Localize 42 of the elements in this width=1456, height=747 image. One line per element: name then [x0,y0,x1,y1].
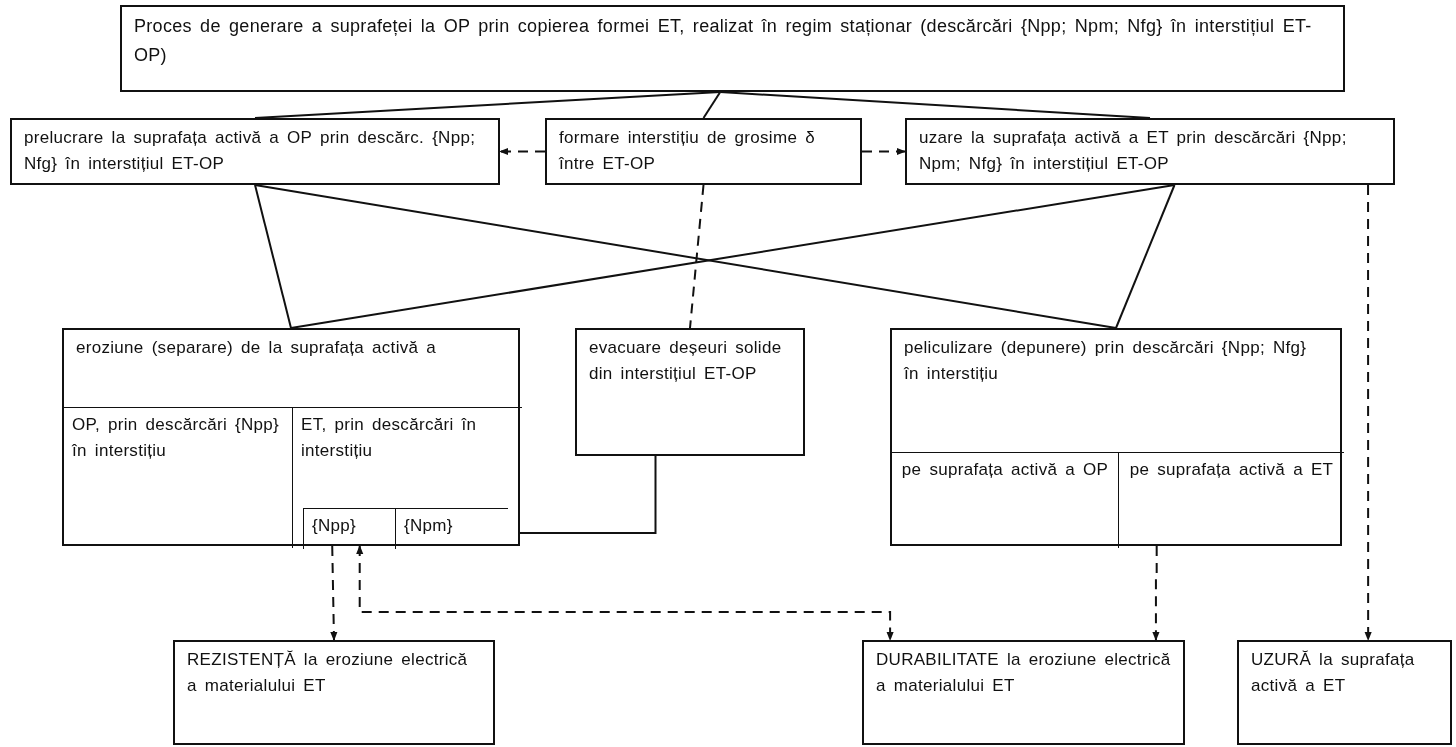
arrow [499,147,546,156]
process-box [62,328,520,546]
arrow [356,545,894,641]
process-box [1237,640,1452,745]
box-text: pe suprafața activă a OP [900,459,1110,481]
process-box [862,640,1185,745]
connector-line [702,91,722,119]
table-cell [303,508,395,549]
box-text: uzare la suprafața activă a ET prin descărcări {Npp; Npm; Nfg} în interstițiul ET-OP [919,127,1348,175]
process-box [905,118,1395,185]
box-text: OP, prin descărcări {Npp} în interstițiu [72,414,281,462]
box-text: ET, prin descărcări în interstițiu [301,414,478,462]
connector-line [719,91,1151,119]
table-cell [1118,452,1344,548]
box-text: {Npm} [404,515,454,537]
connector-line [254,184,292,329]
box-text: REZISTENȚĂ la eroziune electrică a materialului ET [187,649,469,697]
box-text: Proces de generare a suprafeței la OP prin copierea formei ET, realizat în regim staționar (descărcări {Npp; Npm; Nfg} în interstițiul ET-OP) [134,15,1313,67]
arrow [1152,545,1160,641]
process-box [10,118,500,185]
connector-line [689,184,705,329]
process-box [545,118,862,185]
table-cell [292,407,522,548]
arrow [861,147,906,156]
process-box [890,328,1342,546]
box-text: prelucrare la suprafața activă a OP prin descărc. {Npp; Nfg} în interstițiul ET-OP [24,127,477,175]
arrow [330,545,338,641]
process-box [575,328,805,456]
connector-line [1115,184,1176,329]
box-text: {Npp} [312,515,358,537]
box-text: peliculizare (depunere) prin descărcări {Npp; Nfg} în interstițiu [904,337,1308,385]
process-box [173,640,495,745]
box-text: DURABILITATE la eroziune electrică a materialului ET [876,649,1171,697]
arrow [1364,184,1372,641]
box-text: formare interstițiu de grosime δ între ET-OP [559,127,816,175]
box-text: evacuare deșeuri solide din interstițiul ET-OP [589,337,783,385]
box-text: eroziune (separare) de la suprafața activă a [76,337,438,359]
box-text: pe suprafața activă a ET [1128,459,1335,481]
process-box [120,5,1345,92]
connector-line [519,455,657,534]
box-text: UZURĂ la suprafața activă a ET [1251,649,1416,697]
table-cell [395,508,508,549]
